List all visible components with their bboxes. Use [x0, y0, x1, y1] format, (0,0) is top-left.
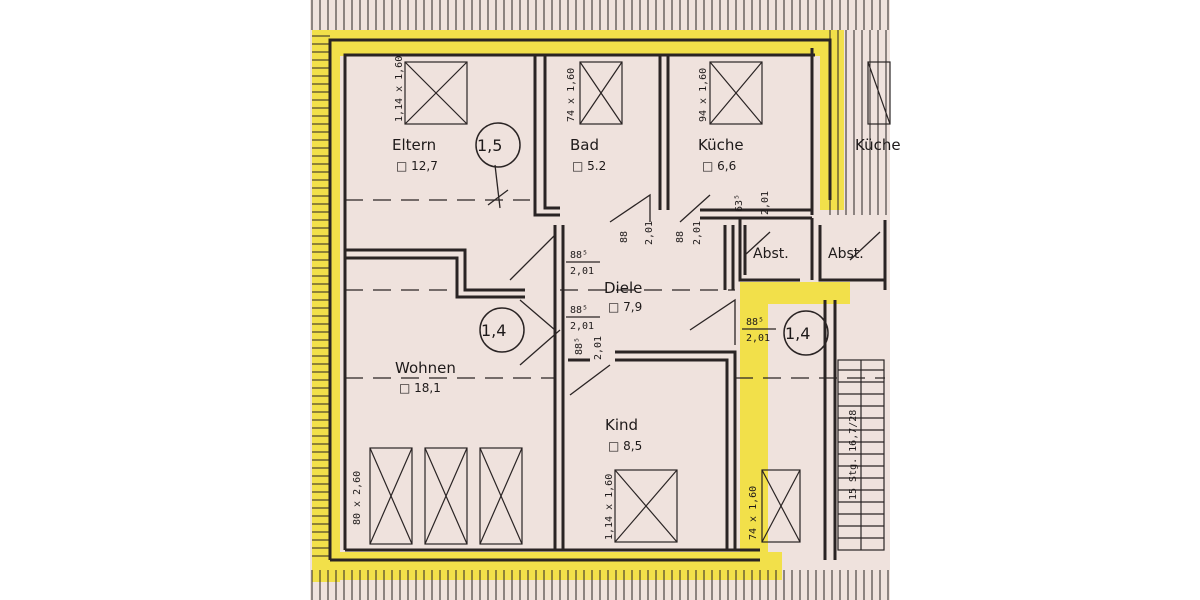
svg-text:Kind: Kind [605, 416, 638, 434]
svg-text:88⁵: 88⁵ [570, 250, 588, 261]
svg-text:1,5: 1,5 [477, 136, 502, 155]
interior-walls [345, 55, 887, 560]
svg-text:Küche: Küche [855, 136, 901, 154]
skylight-wohnen [369, 447, 523, 545]
svg-text:Küche: Küche [698, 136, 744, 154]
marker-1-4-left: 1,4 [479, 307, 525, 353]
svg-text:88⁵: 88⁵ [746, 317, 764, 328]
window-right-label: 74 x 1,60 [748, 486, 759, 540]
svg-text:1,4: 1,4 [481, 321, 506, 340]
vertical-sizes: 88 2,01 88 2,01 63⁵ 2,01 88⁵ 2,01 [574, 191, 771, 360]
svg-text:88⁵: 88⁵ [570, 305, 588, 316]
svg-text:1,4: 1,4 [785, 324, 810, 343]
svg-text:Diele: Diele [604, 279, 642, 297]
room-kueche: Küche □ 6,6 94 x 1,60 [698, 68, 744, 173]
room-eltern: Eltern □ 12,7 1,14 x 1,60 [392, 56, 438, 173]
svg-text:□ 18,1: □ 18,1 [399, 381, 441, 395]
svg-text:80 x 2,60: 80 x 2,60 [352, 471, 363, 525]
svg-text:Abst.: Abst. [753, 246, 789, 262]
outer-walls [328, 38, 832, 562]
svg-text:2,01: 2,01 [760, 191, 771, 215]
svg-text:□ 12,7: □ 12,7 [396, 159, 438, 173]
highlight-band [312, 30, 850, 582]
door-swings [487, 164, 881, 396]
room-bad: Bad □ 5.2 74 x 1,60 [566, 68, 606, 173]
skylight-bad [579, 61, 623, 125]
skylight-kind [614, 469, 678, 543]
svg-text:74 x 1,60: 74 x 1,60 [748, 486, 759, 540]
svg-text:88⁵: 88⁵ [574, 337, 585, 355]
svg-text:15 Stg. 16,7/28: 15 Stg. 16,7/28 [848, 410, 859, 500]
marker-1-4-right: 1,4 [783, 310, 829, 356]
staircase [837, 359, 885, 551]
svg-text:74 x 1,60: 74 x 1,60 [566, 68, 577, 122]
room-neighbor-kueche: Küche [855, 136, 901, 154]
svg-text:□ 6,6: □ 6,6 [702, 159, 736, 173]
svg-text:□ 8,5: □ 8,5 [608, 439, 642, 453]
skylight-kueche [709, 61, 763, 125]
svg-text:63⁵: 63⁵ [734, 194, 745, 212]
door-size-2: 88⁵ 2,01 [566, 305, 600, 332]
svg-text:1,14 x 1,60: 1,14 x 1,60 [394, 56, 405, 122]
svg-text:88: 88 [675, 231, 686, 243]
marker-1-5: 1,5 [475, 122, 521, 168]
room-kind: Kind □ 8,5 1,14 x 1,60 [604, 416, 642, 540]
skylight-stair [761, 469, 801, 543]
svg-text:Eltern: Eltern [392, 136, 436, 154]
svg-text:1,14 x 1,60: 1,14 x 1,60 [604, 474, 615, 540]
svg-text:94 x 1,60: 94 x 1,60 [698, 68, 709, 122]
skylights [369, 61, 891, 545]
svg-text:2,01: 2,01 [692, 221, 703, 245]
roof-hatching [311, 0, 889, 600]
svg-text:□ 5.2: □ 5.2 [572, 159, 606, 173]
svg-text:□ 7,9: □ 7,9 [608, 300, 642, 314]
svg-text:Bad: Bad [570, 136, 599, 154]
svg-text:88: 88 [619, 231, 630, 243]
storage-rooms: Abst. Abst. [753, 246, 864, 262]
door-size-3: 88⁵ 2,01 [742, 317, 776, 344]
svg-text:Abst.: Abst. [828, 246, 864, 262]
room-diele: Diele □ 7,9 [604, 279, 642, 314]
svg-text:Wohnen: Wohnen [395, 359, 456, 377]
svg-text:2,01: 2,01 [570, 321, 594, 332]
door-size-1: 88⁵ 2,01 [566, 250, 600, 277]
room-wohnen: Wohnen □ 18,1 80 x 2,60 [352, 359, 456, 525]
skylight-eltern [404, 61, 468, 125]
stair-label: 15 Stg. 16,7/28 [848, 410, 859, 500]
svg-text:2,01: 2,01 [644, 221, 655, 245]
svg-text:2,01: 2,01 [570, 266, 594, 277]
svg-text:2,01: 2,01 [593, 336, 604, 360]
skylight-neighbor [867, 61, 891, 125]
svg-text:2,01: 2,01 [746, 333, 770, 344]
